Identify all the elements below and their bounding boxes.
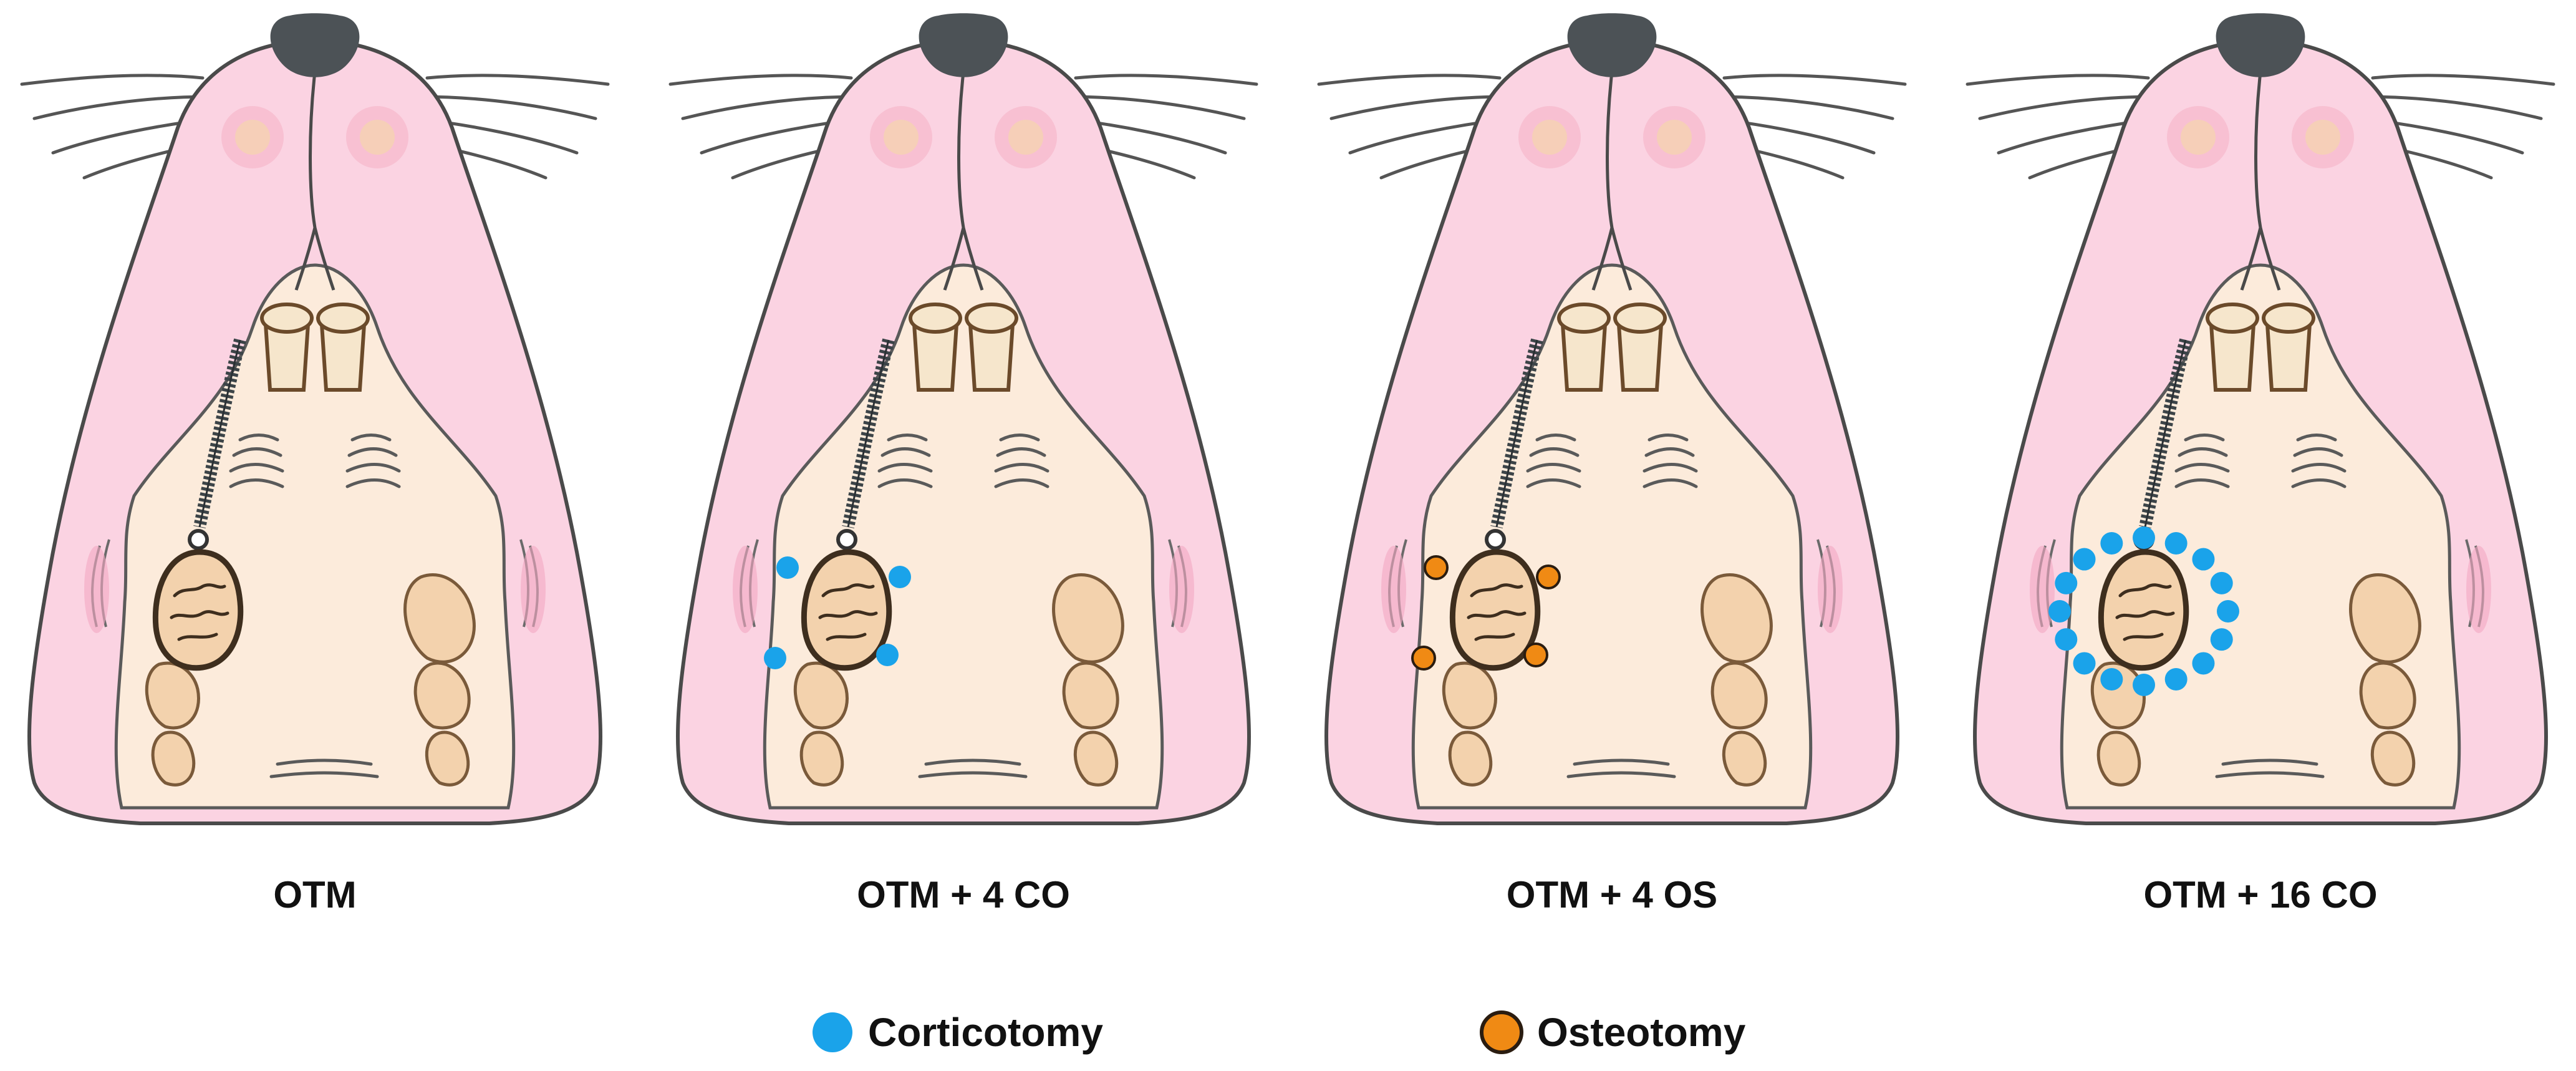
corticotomy-hole-marker — [764, 647, 786, 669]
corticotomy-hole-marker — [2055, 571, 2078, 594]
corticotomy-hole-marker — [2100, 668, 2123, 691]
legend: Corticotomy Osteotomy — [813, 1010, 1746, 1055]
mouse-palate-illustration — [22, 13, 608, 823]
corticotomy-hole-marker — [2210, 571, 2233, 594]
corticotomy-hole-marker — [2073, 652, 2096, 675]
corticotomy-hole-marker — [2133, 526, 2155, 549]
corticotomy-hole-marker — [2073, 548, 2096, 571]
corticotomy-hole-marker — [876, 644, 899, 666]
osteotomy-hole-marker — [1411, 646, 1436, 671]
panel-label-2: OTM + 4 OS — [1507, 874, 1717, 916]
corticotomy-hole-marker — [776, 556, 799, 579]
panel-label-0: OTM — [273, 874, 356, 916]
osteotomy-hole-marker — [1523, 642, 1548, 667]
corticotomy-hole-marker — [2048, 600, 2071, 623]
corticotomy-legend-swatch — [813, 1012, 852, 1052]
panel-otm-4-co — [670, 13, 1257, 823]
legend-label-osteotomy: Osteotomy — [1537, 1010, 1746, 1055]
osteotomy-hole-marker — [1536, 565, 1561, 589]
corticotomy-hole-marker — [889, 566, 911, 588]
corticotomy-hole-marker — [2164, 668, 2188, 691]
legend-label-corticotomy: Corticotomy — [868, 1010, 1103, 1055]
mouse-palate-illustration — [1967, 13, 2554, 823]
corticotomy-hole-marker — [2217, 600, 2239, 623]
osteotomy-hole-marker — [1424, 555, 1449, 580]
panel-label-1: OTM + 4 CO — [857, 874, 1070, 916]
panel-otm-4-os — [1319, 13, 1905, 823]
mouse-palate-illustration — [670, 13, 1257, 823]
hole-markers — [764, 526, 2239, 696]
corticotomy-hole-marker — [2100, 531, 2123, 555]
mouse-palate-illustration — [1319, 13, 1905, 823]
corticotomy-hole-marker — [2164, 531, 2188, 555]
corticotomy-hole-marker — [2192, 548, 2215, 571]
corticotomy-hole-marker — [2192, 652, 2215, 675]
corticotomy-hole-marker — [2133, 674, 2155, 696]
osteotomy-legend-swatch — [1480, 1010, 1523, 1054]
panel-otm — [22, 13, 608, 823]
corticotomy-hole-marker — [2210, 628, 2233, 651]
panel-label-3: OTM + 16 CO — [2143, 874, 2377, 916]
panel-otm-16-co — [1967, 13, 2554, 823]
corticotomy-hole-marker — [2055, 628, 2078, 651]
